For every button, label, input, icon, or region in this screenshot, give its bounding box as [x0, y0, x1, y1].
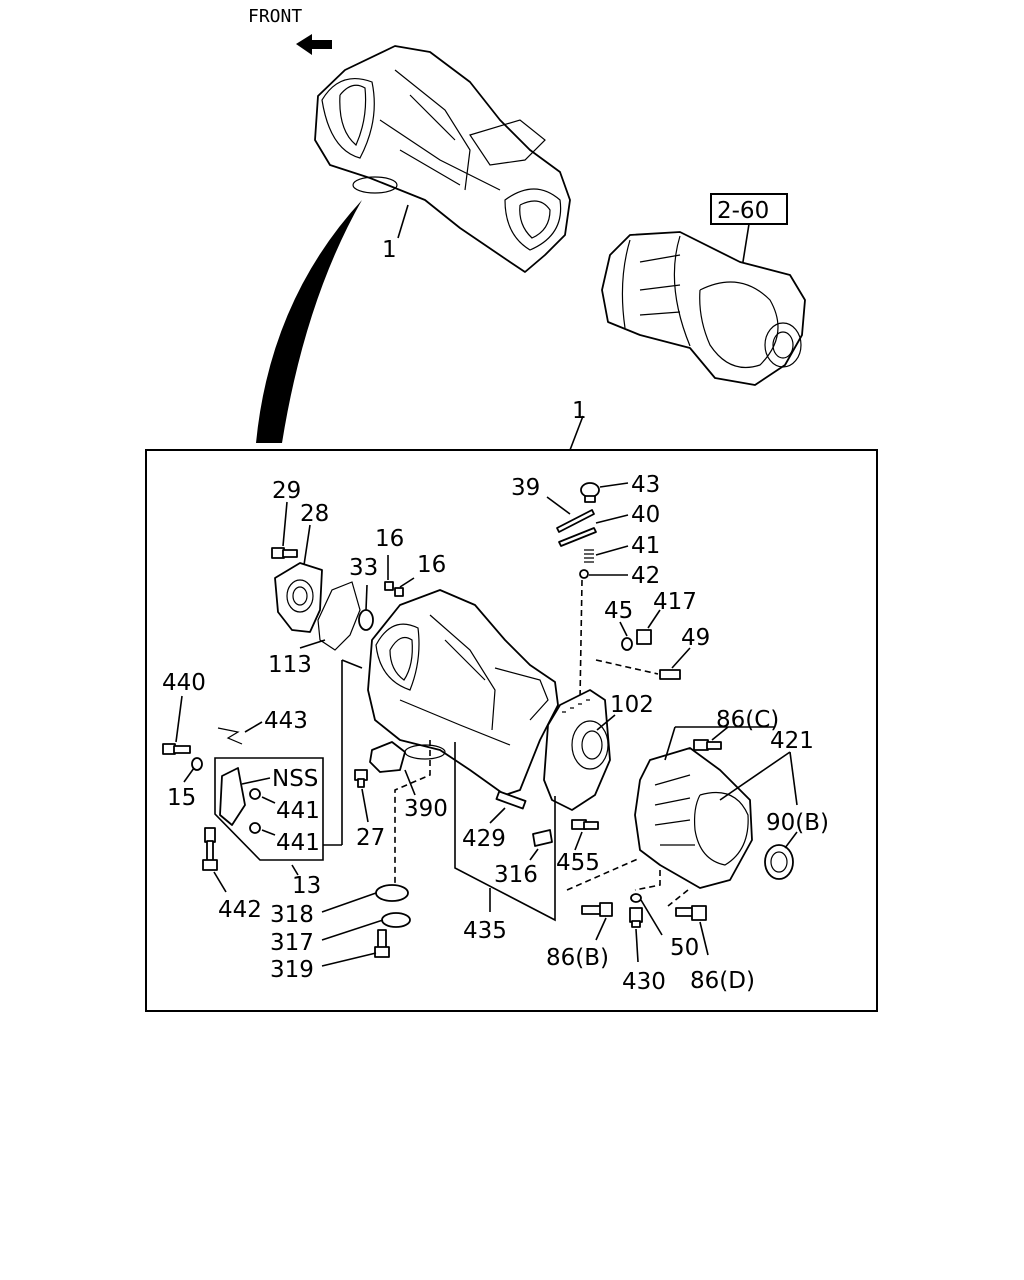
adapter-plate-102: [543, 689, 611, 811]
callout-13: 13: [292, 873, 321, 899]
callout-29: 29: [272, 478, 301, 504]
callout-40: 40: [631, 502, 660, 528]
ring-45: [621, 637, 633, 651]
callout-440: 440: [162, 670, 206, 696]
bolt-319: [374, 929, 390, 958]
front-cover: [274, 562, 323, 633]
callout-442: 442: [218, 897, 262, 923]
callout-429: 429: [462, 826, 506, 852]
callout-435: 435: [463, 918, 507, 944]
bolt-86c: [693, 739, 722, 751]
callout-42: 42: [631, 563, 660, 589]
stud-441a: [249, 788, 261, 800]
callout-50: 50: [670, 935, 699, 961]
plug-430: [629, 907, 643, 928]
callout-86d: 86(D): [690, 968, 755, 994]
bolt-440: [162, 743, 191, 755]
mount-bracket: [219, 767, 246, 826]
callout-102: 102: [610, 692, 654, 718]
callout-43: 43: [631, 472, 660, 498]
callout-top-assembly: 1: [382, 237, 397, 263]
callout-318: 318: [270, 902, 314, 928]
transmission-case: [367, 589, 559, 796]
transfer-case: [601, 231, 806, 386]
callout-443: 443: [264, 708, 308, 734]
detent-parts: [556, 482, 600, 579]
callout-113: 113: [268, 652, 312, 678]
kit-13-bracket: [214, 757, 324, 861]
callout-16b: 16: [417, 552, 446, 578]
extension-housing-421: [634, 747, 753, 889]
washer-15: [191, 757, 203, 771]
callout-box-assembly: 1: [572, 398, 587, 424]
callout-33: 33: [349, 555, 378, 581]
transmission-assembly-top: [314, 45, 571, 273]
bolt-29: [271, 547, 298, 559]
callout-27: 27: [356, 825, 385, 851]
plate-318: [375, 884, 409, 902]
bolt-442: [202, 827, 218, 871]
oil-seal-90b: [764, 844, 794, 880]
pin-429: [495, 790, 527, 810]
front-label: FRONT: [248, 6, 302, 27]
callout-316: 316: [494, 862, 538, 888]
callout-90b: 90(B): [766, 810, 829, 836]
callout-86b: 86(B): [546, 945, 609, 971]
plug-27: [354, 769, 368, 788]
gasket-113: [317, 581, 361, 651]
plate-317: [381, 912, 411, 928]
front-arrow-icon: [296, 34, 332, 55]
cover-390: [369, 741, 406, 773]
callout-15: 15: [167, 785, 196, 811]
assembly-pointer: [256, 200, 362, 443]
callout-45: 45: [604, 598, 633, 624]
bolt-86b: [581, 902, 613, 917]
bolt-455: [571, 819, 599, 830]
callout-49: 49: [681, 625, 710, 651]
plug-417: [636, 629, 652, 645]
spacer-316: [532, 829, 553, 847]
plug-16a: [384, 581, 394, 591]
callout-421: 421: [770, 728, 814, 754]
washer-50: [630, 893, 642, 903]
stud-441b: [249, 822, 261, 834]
callout-16a: 16: [375, 526, 404, 552]
callout-417: 417: [653, 589, 697, 615]
plug-16b: [394, 587, 404, 597]
clip-443: [217, 727, 243, 745]
callout-441a: 441: [276, 798, 320, 824]
assembly-frame: [145, 449, 878, 1012]
callout-nss: NSS: [272, 766, 318, 792]
callout-39: 39: [511, 475, 540, 501]
callout-390: 390: [404, 796, 448, 822]
callout-28: 28: [300, 501, 329, 527]
callout-319: 319: [270, 957, 314, 983]
callout-430: 430: [622, 969, 666, 995]
callout-41: 41: [631, 533, 660, 559]
callout-441b: 441: [276, 830, 320, 856]
bearing-33: [358, 609, 374, 631]
group-435-bracket: [454, 742, 556, 922]
callout-455: 455: [556, 850, 600, 876]
bolt-86d: [675, 905, 707, 921]
callout-86c: 86(C): [716, 707, 779, 733]
bolt-49: [659, 669, 681, 680]
callout-317: 317: [270, 930, 314, 956]
reference-label: 2-60: [717, 198, 769, 224]
